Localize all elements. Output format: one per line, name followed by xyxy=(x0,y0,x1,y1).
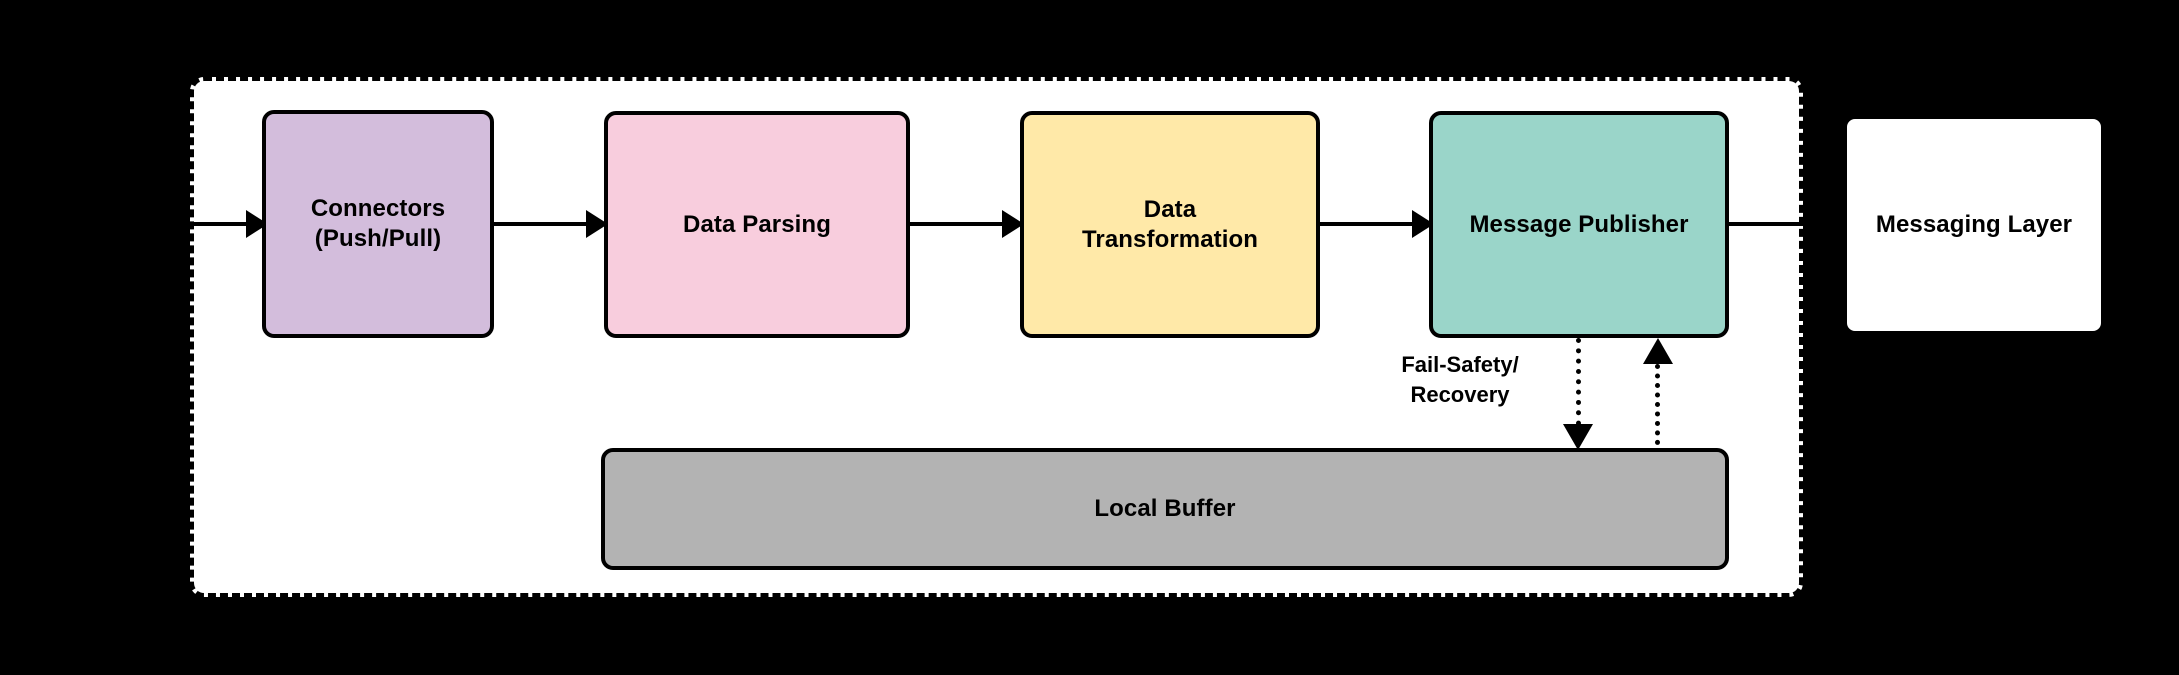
edge-connectors-to-parsing-line xyxy=(492,222,608,226)
node-data-parsing[interactable]: Data Parsing xyxy=(604,111,910,338)
node-local-buffer-label: Local Buffer xyxy=(1094,494,1235,524)
node-connectors-label: Connectors (Push/Pull) xyxy=(311,194,445,254)
edge-publisher-to-buffer-dotted-line xyxy=(1576,338,1581,436)
node-data-parsing-label-line1: Data Parsing xyxy=(683,210,831,238)
edge-publisher-to-buffer-arrowhead-icon xyxy=(1563,424,1593,450)
node-message-publisher-label: Message Publisher xyxy=(1469,210,1688,240)
fail-safety-recovery-label: Fail-Safety/ Recovery xyxy=(1372,350,1548,409)
edge-buffer-to-publisher-arrowhead-icon xyxy=(1643,338,1673,364)
node-connectors[interactable]: Connectors (Push/Pull) xyxy=(262,110,494,338)
edge-parsing-to-transformation-line xyxy=(908,222,1024,226)
node-local-buffer[interactable]: Local Buffer xyxy=(601,448,1729,570)
node-data-transformation-label-line2: Transformation xyxy=(1081,225,1259,253)
edge-publisher-to-messaging-line xyxy=(1729,222,1845,226)
node-data-transformation-label-line1: Data xyxy=(1143,195,1197,223)
node-data-transformation[interactable]: Data Transformation xyxy=(1020,111,1320,338)
node-local-buffer-label-line1: Local Buffer xyxy=(1094,495,1236,522)
node-message-publisher-label-line1: Message Publisher xyxy=(1469,210,1689,238)
node-connectors-label-line1: Connectors xyxy=(310,195,446,222)
node-messaging-layer[interactable]: Messaging Layer xyxy=(1843,115,2105,335)
node-connectors-label-line2: (Push/Pull) xyxy=(314,225,442,252)
edge-transformation-to-publisher-line xyxy=(1318,222,1434,226)
fail-safety-label-line2: Recovery xyxy=(1410,381,1510,407)
fail-safety-label-line1: Fail-Safety/ xyxy=(1401,352,1519,377)
node-messaging-layer-label-line1: Messaging Layer xyxy=(1875,211,2073,238)
node-message-publisher[interactable]: Message Publisher xyxy=(1429,111,1729,338)
edge-buffer-to-publisher-dotted-line xyxy=(1655,364,1660,464)
node-messaging-layer-label: Messaging Layer xyxy=(1876,210,2072,240)
node-data-parsing-label: Data Parsing xyxy=(683,210,831,240)
node-data-transformation-label: Data Transformation xyxy=(1082,195,1258,255)
edge-connectors-to-parsing-arrowhead-icon xyxy=(586,210,608,238)
edge-input-to-connectors-line xyxy=(190,222,268,226)
edge-parsing-to-transformation-arrowhead-icon xyxy=(1002,210,1024,238)
edge-transformation-to-publisher-arrowhead-icon xyxy=(1412,210,1434,238)
